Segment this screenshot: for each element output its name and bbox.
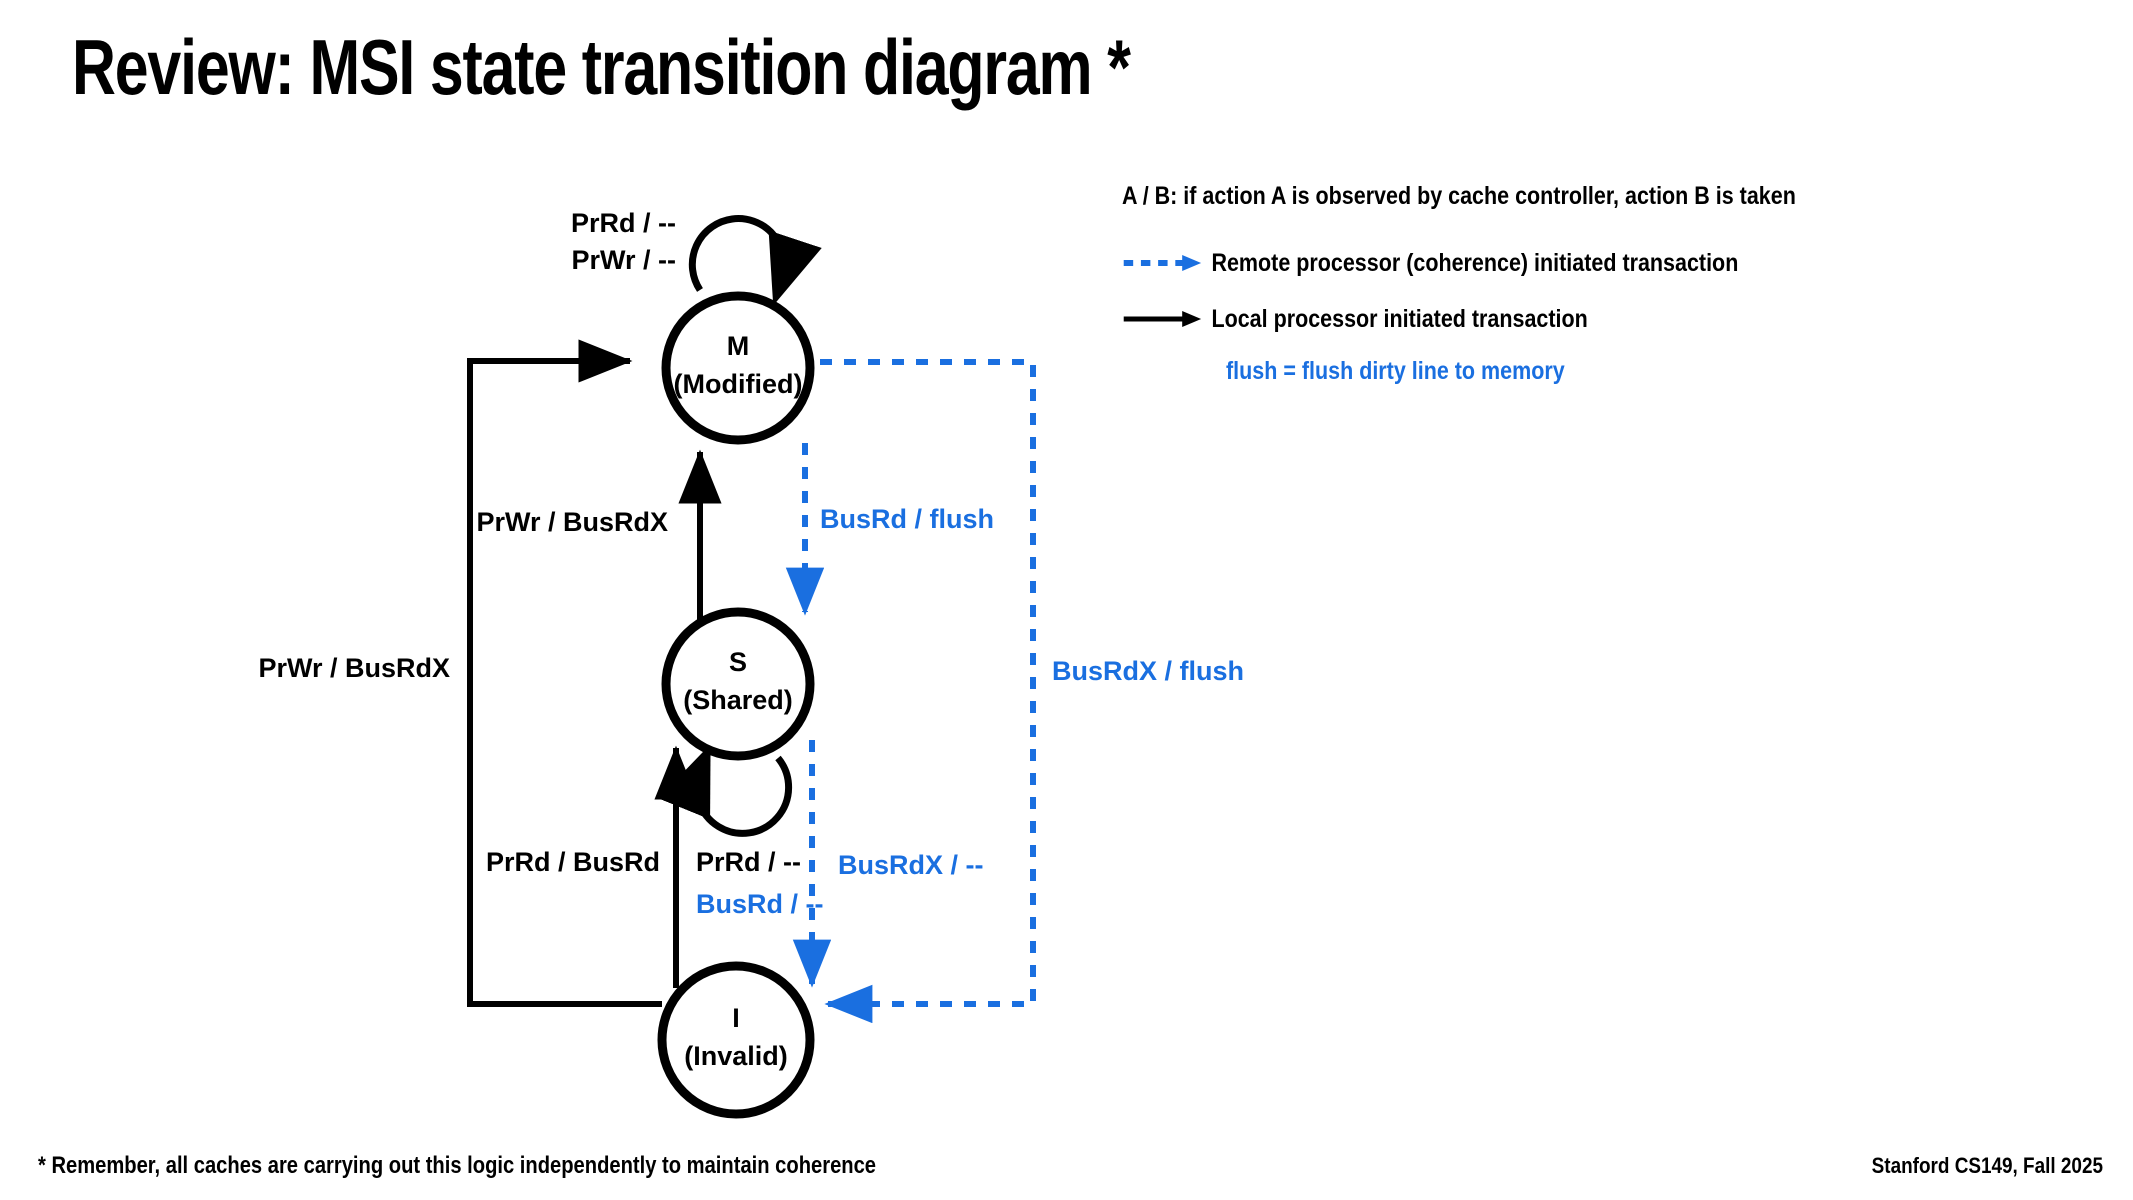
slide-footnote: * Remember, all caches are carrying out … bbox=[38, 1152, 877, 1179]
label-m-self-prrd: PrRd / -- bbox=[571, 208, 676, 238]
state-m-name: (Modified) bbox=[674, 369, 803, 399]
page-title: Review: MSI state transition diagram * bbox=[72, 23, 1131, 111]
edge-m-self-loop bbox=[688, 215, 822, 306]
edge-s-self-loop bbox=[658, 744, 793, 837]
label-m-to-s: BusRd / flush bbox=[820, 504, 994, 534]
state-i-name: (Invalid) bbox=[684, 1041, 788, 1071]
solid-arrow-icon bbox=[1123, 311, 1202, 327]
legend-item-remote-label: Remote processor (coherence) initiated t… bbox=[1211, 248, 1739, 277]
dashed-arrow-icon bbox=[1123, 255, 1202, 271]
state-m-letter: M bbox=[727, 331, 750, 361]
state-s-letter: S bbox=[729, 647, 747, 677]
label-m-to-i: BusRdX / flush bbox=[1052, 656, 1244, 686]
label-s-to-m: PrWr / BusRdX bbox=[476, 507, 668, 537]
state-s-name: (Shared) bbox=[683, 685, 793, 715]
legend-item-local-label: Local processor initiated transaction bbox=[1211, 304, 1588, 333]
edge-i-to-m bbox=[467, 339, 662, 1007]
legend-item-remote: Remote processor (coherence) initiated t… bbox=[1122, 243, 1896, 283]
slide-attribution: Stanford CS149, Fall 2025 bbox=[1871, 1153, 2103, 1178]
edge-m-to-i bbox=[820, 359, 1036, 1024]
label-s-self-busrd: BusRd / -- bbox=[696, 889, 824, 919]
legend-flush-note: flush = flush dirty line to memory bbox=[1226, 357, 1565, 385]
state-node-i[interactable]: I (Invalid) bbox=[657, 961, 815, 1119]
label-i-to-s: PrRd / BusRd bbox=[486, 847, 660, 877]
state-i-letter: I bbox=[732, 1003, 740, 1033]
label-i-to-m: PrWr / BusRdX bbox=[258, 653, 450, 683]
label-s-to-i: BusRdX / -- bbox=[838, 850, 984, 880]
label-s-self-prrd: PrRd / -- bbox=[696, 847, 801, 877]
state-node-m[interactable]: M (Modified) bbox=[661, 291, 815, 445]
label-m-self-prwr: PrWr / -- bbox=[571, 245, 676, 275]
legend-heading: A / B: if action A is observed by cache … bbox=[1122, 182, 1796, 210]
state-node-s[interactable]: S (Shared) bbox=[661, 607, 815, 761]
legend: A / B: if action A is observed by cache … bbox=[1122, 182, 2022, 386]
legend-item-local: Local processor initiated transaction bbox=[1122, 299, 1896, 339]
